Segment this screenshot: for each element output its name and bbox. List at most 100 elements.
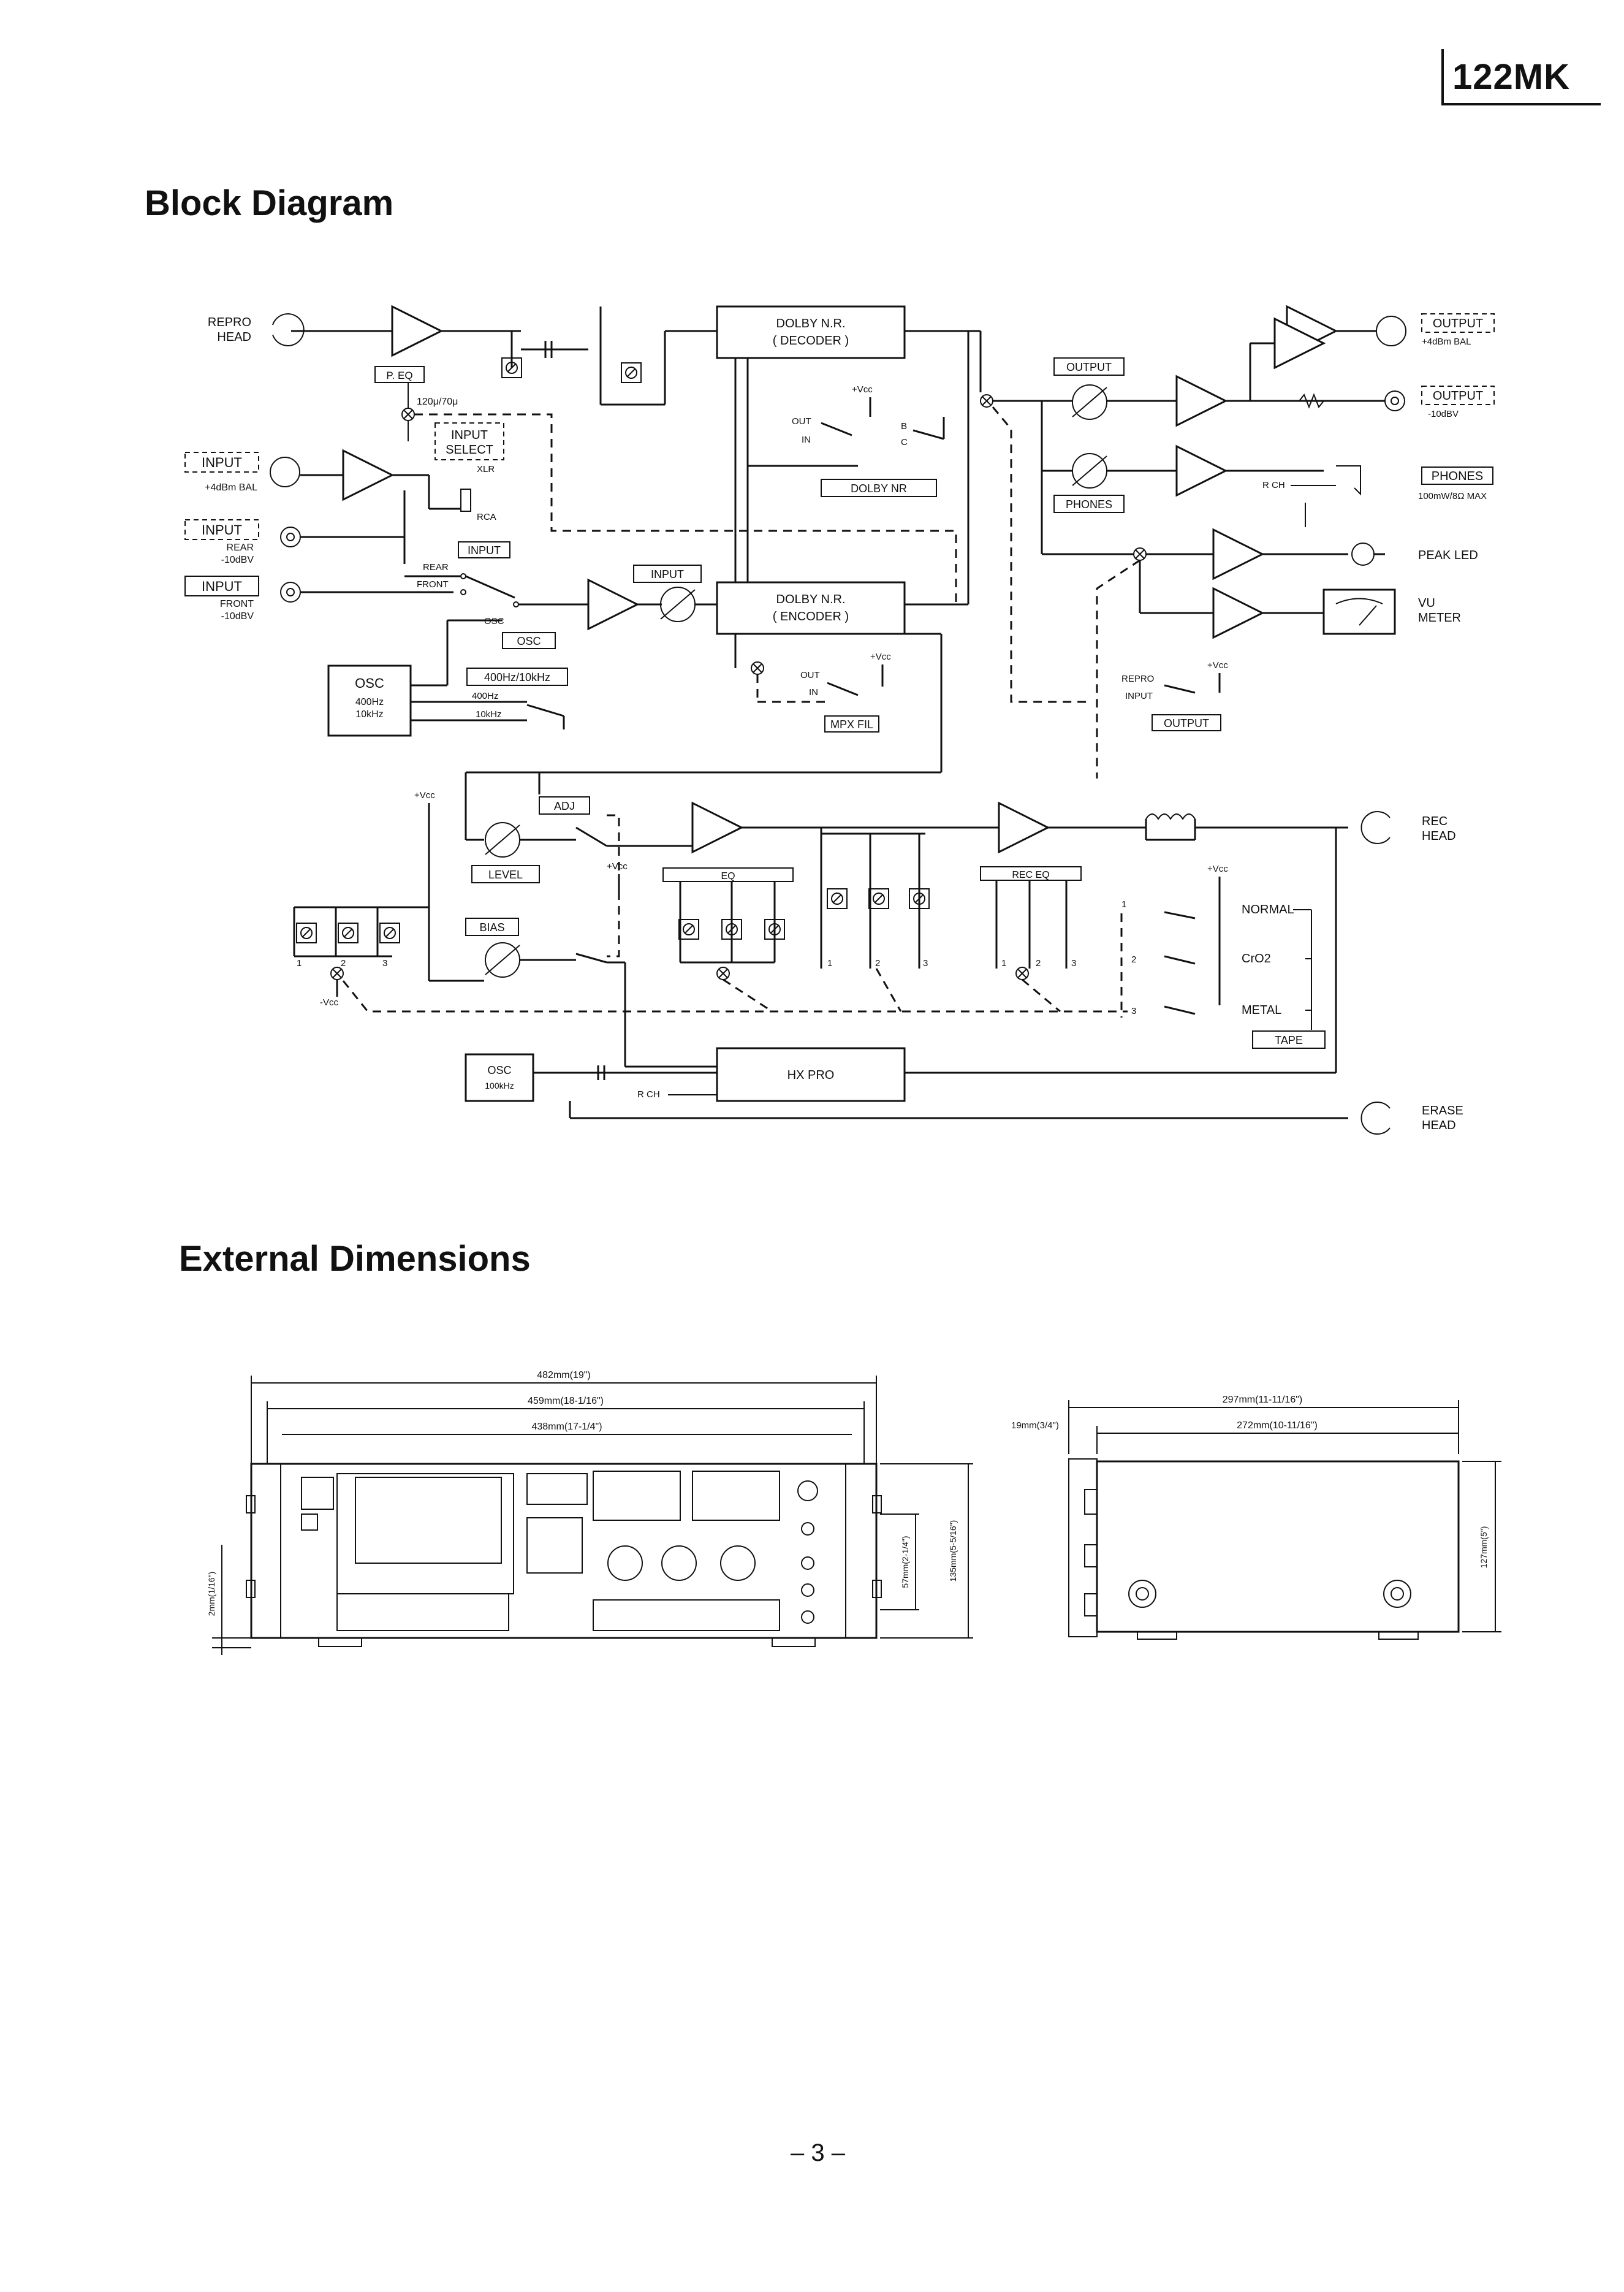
vcc-label-5: +Vcc [1207,864,1228,874]
header-rule-horizontal [1441,103,1601,105]
meter-switch-node [1133,547,1147,561]
dolby-decoder-label: DOLBY N.R. [776,317,846,330]
eq-switch-node [716,967,730,980]
output-amp [1175,375,1227,427]
level-knob-3 [720,1545,756,1581]
bias-1-label: 1 [297,958,302,969]
output-level-box [1053,357,1125,376]
output-switch-label: OUTPUT [1164,717,1209,729]
bias-switch-node [330,967,344,980]
phones-r-ch-label: R CH [1262,480,1285,490]
front-view: 482mm(19") 459mm(18-1/16") 438mm(17-1/4"… [207,1370,973,1655]
side-screw-left [1128,1580,1156,1608]
input-select-box [434,422,504,460]
receq-3-label: 3 [1071,958,1076,969]
erase-head-label-2: HEAD [1422,1119,1456,1132]
erase-head-symbol [1360,1102,1391,1135]
dec-c-label: C [901,437,908,447]
mpx-in-label: IN [809,687,818,698]
vu-meter-icon [1322,588,1396,635]
cro2-label: CrO2 [1242,952,1271,965]
osc-switch-box [502,632,556,649]
dim-297-label: 297mm(11-11/16") [1223,1395,1302,1405]
input-switch-label: INPUT [468,544,501,557]
level-knob-2 [661,1545,697,1581]
external-dimensions-title: External Dimensions [179,1239,531,1279]
input-level-knob [660,587,696,622]
dolby-encoder [716,581,906,635]
output-resistor [1299,393,1324,409]
output-bal-sub: +4dBm BAL [1422,337,1471,347]
rec-head-label-2: HEAD [1422,829,1456,843]
xlr-label: XLR [477,464,495,474]
transport-keys [336,1593,509,1631]
input-rear-level: -10dBV [221,555,254,565]
dim-57-label: 57mm(2-1/4") [900,1536,910,1588]
rec-trap-coil [1145,813,1196,820]
rec-eq-label: REC EQ [1012,870,1049,880]
phones-out-box [1421,466,1493,485]
p-eq-switch-node [401,408,415,421]
mpx-out-label: OUT [800,670,820,680]
tape-box [1252,1030,1326,1049]
cal-pot-1 [827,888,848,909]
vcc-label-6: +Vcc [414,790,435,801]
bias-osc [465,1053,534,1102]
output-level-knob [1072,384,1107,420]
vcc-label-2: +Vcc [870,652,891,662]
input-switch-box [458,541,510,558]
bias-osc-freq: 100kHz [485,1081,514,1091]
side-view: 297mm(11-11/16") 272mm(10-11/16") 19mm(3… [1011,1395,1501,1640]
normal-label: NORMAL [1242,903,1294,916]
receq-2-label: 2 [1036,958,1041,969]
bias-box [465,918,519,936]
vcc-label-1: +Vcc [852,384,873,395]
osc-freq-switch-box [466,668,568,686]
cal-2-label: 2 [875,958,880,969]
phones-jack [1336,465,1361,496]
phones-level-box [1053,495,1125,513]
repro-trim-pot-2 [621,362,642,383]
input-bal-box [184,452,259,473]
vu-meter-left [593,1471,681,1521]
dolby-encoder-sub: ( ENCODER ) [773,610,849,623]
eq-label: EQ [721,871,735,881]
function-keys [526,1517,583,1574]
vcc-label-3: +Vcc [1207,660,1228,671]
output-unbal-sub: -10dBV [1428,409,1459,419]
input-mon-label: INPUT [1125,691,1153,701]
adj-label: ADJ [554,800,575,812]
bottom-switch-bar [593,1599,780,1631]
mpx-fil-label: MPX FIL [830,718,873,731]
tape-label: TAPE [1275,1034,1303,1046]
repro-amp [391,305,442,357]
dim-135-label: 135mm(5-5/16") [948,1520,958,1582]
rec-input-amp [587,579,639,630]
level-label: LEVEL [488,869,523,881]
bias-pot-1 [296,923,317,943]
p-eq-box [374,366,425,383]
headphone-jack [797,1480,818,1501]
xlr-input-jack [270,457,300,487]
mpx-fil-box [824,715,879,733]
eq-time-label: 120μ/70μ [417,397,458,407]
output-switch-control [992,406,1091,703]
rca-label: RCA [477,512,496,522]
bias-pot-2 [338,923,359,943]
block-diagram-title: Block Diagram [145,183,394,223]
f400-label: 400Hz [472,691,498,701]
hx-r-ch-label: R CH [637,1089,660,1100]
model-number: 122MK [1452,57,1570,97]
phones-out-label: PHONES [1432,470,1483,483]
input-rear-sub: REAR [227,543,254,553]
input-rear-label: INPUT [202,522,242,538]
rca-front-jack [280,582,301,603]
level-knob-1 [607,1545,643,1581]
bias-label: BIAS [479,921,504,934]
phones-level-knob [1072,453,1107,489]
p-eq-control-line [414,413,957,604]
bias-pot-3 [379,923,400,943]
output-unbal-label: OUTPUT [1433,389,1483,403]
dec-b-label: B [901,421,907,432]
